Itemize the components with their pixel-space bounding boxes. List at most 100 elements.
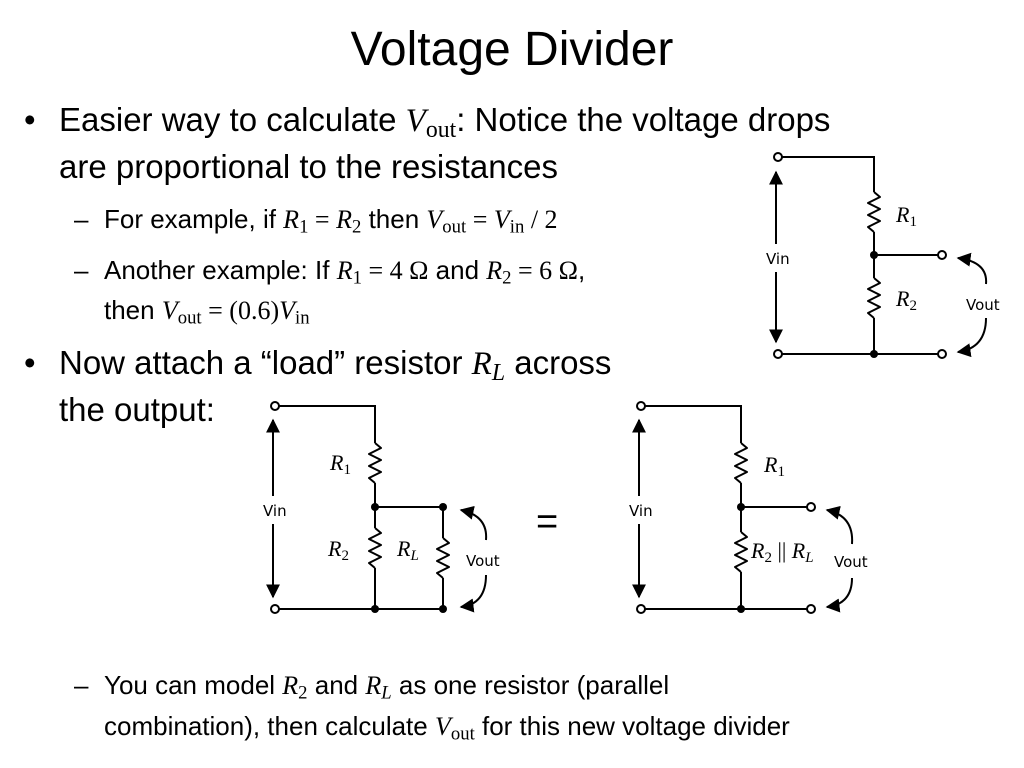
r-sub: L xyxy=(409,548,418,564)
r2-label: R2 xyxy=(895,286,917,314)
vout-arrow xyxy=(825,505,854,545)
resistor-r2 xyxy=(368,527,382,569)
math-sub: out xyxy=(425,116,457,143)
r1-label: R1 xyxy=(895,202,917,230)
vout-label: Vout xyxy=(966,296,1000,314)
r1-label: R1 xyxy=(763,452,785,480)
math-r: R xyxy=(471,346,492,382)
junction xyxy=(870,350,878,358)
wire xyxy=(782,318,938,355)
math-sub: 2 xyxy=(298,682,308,704)
math-v: V xyxy=(426,205,443,234)
bullet1-line2: are proportional to the resistances xyxy=(59,148,558,185)
equals-sign: = xyxy=(536,501,559,543)
text: : Notice the voltage drops xyxy=(456,101,831,138)
math-value: = 4 Ω xyxy=(361,256,429,285)
r2-label: R2 xyxy=(327,536,349,564)
text: , xyxy=(578,255,586,285)
wire xyxy=(279,405,376,443)
resistor-r1 xyxy=(734,442,748,484)
resistor-r2 xyxy=(867,277,881,319)
parallel-symbol: || xyxy=(772,538,792,563)
bullet2-line1: Now attach a “load” resistor RL across xyxy=(59,343,611,393)
r-sub: 1 xyxy=(777,464,785,480)
text: Easier way to calculate xyxy=(59,101,406,138)
terminal xyxy=(773,152,783,162)
math-sub: 1 xyxy=(299,216,309,238)
junction xyxy=(439,605,447,613)
math-eq: = xyxy=(466,205,494,234)
circuit-simple-divider: Vin Vout R1 R2 xyxy=(766,152,1000,359)
math-sub: in xyxy=(509,216,525,238)
math-v: V xyxy=(279,296,295,325)
wire xyxy=(782,156,875,192)
circuit-equivalent: Vin Vout R1 R2 || RL xyxy=(629,401,868,614)
vout-arrow xyxy=(459,505,488,541)
math-sub: out xyxy=(177,307,202,329)
math-v: V xyxy=(493,205,510,234)
junction xyxy=(371,605,379,613)
math-r: R xyxy=(336,205,352,234)
slide-title: Voltage Divider xyxy=(350,23,674,76)
bullet-marker: • xyxy=(24,101,36,138)
terminal xyxy=(937,349,947,359)
math-sub: in xyxy=(295,307,310,329)
text: for this new voltage divider xyxy=(474,711,790,741)
sub2-line1: Another example: If R1 = 4 Ω and R2 = 6 … xyxy=(104,254,585,295)
wire xyxy=(645,572,807,610)
vout-arrow xyxy=(956,317,987,358)
terminal xyxy=(270,401,280,411)
math-sub: L xyxy=(491,359,506,386)
rl-label: RL xyxy=(396,536,419,564)
bullet1-line1: Easier way to calculate Vout: Notice the… xyxy=(59,100,830,150)
vin-label: Vin xyxy=(629,502,653,520)
sub2-line2: then Vout = (0.6)Vin xyxy=(104,294,310,335)
vout-arrow xyxy=(956,252,988,285)
resistor-r1 xyxy=(368,442,382,484)
terminal xyxy=(636,604,646,614)
math-r: R xyxy=(282,671,299,700)
r-letter: R xyxy=(763,452,778,477)
resistor-r1 xyxy=(867,191,881,233)
r-letter: R xyxy=(895,286,910,311)
math-sub: L xyxy=(381,682,392,704)
math-r: R xyxy=(283,205,300,234)
r-letter: R xyxy=(750,538,765,563)
resistor-r2-parallel-rl xyxy=(734,531,748,573)
text: across xyxy=(505,344,612,381)
wire xyxy=(645,405,742,443)
math-frac: / 2 xyxy=(524,205,558,234)
terminal xyxy=(806,502,816,512)
resistor-rl xyxy=(436,537,450,579)
math-eq: = xyxy=(308,205,337,234)
math-expr: = (0.6) xyxy=(201,296,280,325)
text: combination), then calculate xyxy=(104,711,435,741)
r-sub: 1 xyxy=(343,462,351,478)
math-v: V xyxy=(405,103,426,139)
sub1-line: For example, if R1 = R2 then Vout = Vin … xyxy=(104,203,558,244)
r-sub: 1 xyxy=(909,214,917,230)
junction xyxy=(371,503,379,511)
r-letter: R xyxy=(895,202,910,227)
text: then xyxy=(104,295,162,325)
r-letter: R xyxy=(329,450,344,475)
dash-marker: – xyxy=(74,670,89,700)
circuit-with-load: Vin Vout R1 R2 RL xyxy=(263,401,500,614)
text: as one resistor (parallel xyxy=(391,670,670,700)
vin-label: Vin xyxy=(766,250,790,268)
r-letter: R xyxy=(791,538,806,563)
text: Another example: If xyxy=(104,255,337,285)
vout-arrow xyxy=(825,577,853,613)
math-sub: out xyxy=(450,723,475,745)
vout-label: Vout xyxy=(466,552,500,570)
math-r: R xyxy=(336,256,353,285)
wire xyxy=(279,568,444,610)
math-v: V xyxy=(434,712,451,741)
sub3-line2: combination), then calculate Vout for th… xyxy=(104,710,790,751)
terminal xyxy=(937,250,947,260)
vout-label: Vout xyxy=(834,553,868,571)
math-r: R xyxy=(365,671,382,700)
sub3-line1: You can model R2 and RL as one resistor … xyxy=(104,669,669,710)
junction xyxy=(737,605,745,613)
